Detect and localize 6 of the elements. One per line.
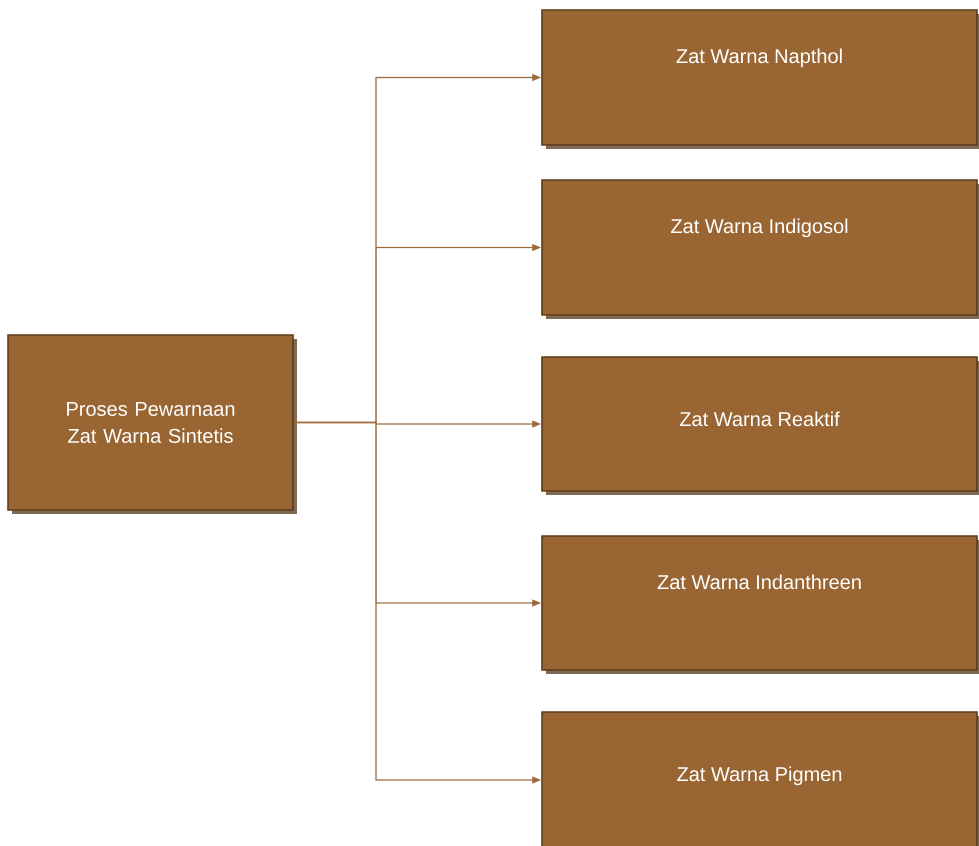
process-box: Zat Warna Pigmen (541, 711, 979, 846)
process-box: Zat Warna Indanthreen (541, 535, 979, 674)
process-box: Zat Warna Napthol (541, 9, 979, 149)
process-box: Zat Warna Indigosol (541, 179, 979, 319)
process-box: Proses Pewarnaan Zat Warna Sintetis (7, 334, 297, 514)
process-box: Zat Warna Reaktif (541, 356, 979, 495)
